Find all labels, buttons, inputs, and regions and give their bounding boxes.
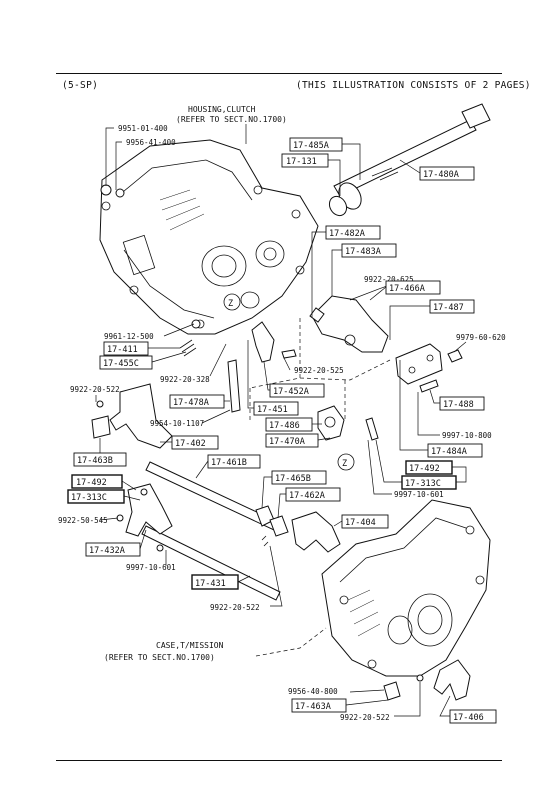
bottom-rule — [56, 760, 502, 761]
part-callout: 17-470A — [269, 437, 305, 447]
part-callout: 17-485A — [293, 141, 329, 151]
part-callout: 17-486 — [269, 421, 300, 431]
part-callout: 17-431 — [195, 579, 226, 589]
part-callout: 17-483A — [345, 247, 381, 257]
header-note: (THIS ILLUSTRATION CONSISTS OF 2 PAGES) — [296, 80, 531, 91]
part-callout: 17-131 — [286, 157, 317, 167]
part-callout: 17-487 — [433, 303, 464, 313]
part-callout: 17-461B — [211, 458, 247, 468]
part-callout: 17-492 — [409, 464, 440, 474]
part-number: 9922-20-522 — [340, 713, 390, 722]
part-callout: 17-404 — [345, 518, 376, 528]
part-callout: 17-484A — [431, 447, 467, 457]
part-number: 9997-10-601 — [394, 490, 444, 499]
part-number: 9922-20-328 — [160, 375, 210, 384]
housing-note-line2: (REFER TO SECT.NO.1700) — [176, 115, 287, 124]
part-number: 9951-01-400 — [118, 124, 168, 133]
transmission-case-drawing — [321, 499, 491, 701]
housing-note-line1: HOUSING,CLUTCH — [188, 105, 256, 114]
part-number: 9997-10-601 — [126, 563, 176, 572]
part-callout: 17-465B — [275, 474, 311, 484]
part-callout: 17-480A — [423, 170, 459, 180]
part-callout: 17-411 — [107, 345, 138, 355]
shift-rod-drawing — [328, 103, 491, 217]
part-callout: 17-462A — [289, 491, 325, 501]
part-number: 9997-10-800 — [442, 431, 492, 440]
marker-z-lower: Z — [337, 453, 355, 471]
shift-forks-drawing — [91, 383, 341, 601]
part-callout: 17-463B — [77, 456, 113, 466]
clutch-housing-drawing — [99, 139, 319, 335]
part-callout: 17-313C — [405, 479, 441, 489]
part-callout: 17-478A — [173, 398, 209, 408]
marker-z-lower-text: Z — [342, 459, 347, 469]
part-callout: 17-432A — [89, 546, 125, 556]
header-variant: (5-SP) — [62, 80, 99, 91]
part-callout: 17-406 — [453, 713, 484, 723]
part-callout: 17-466A — [389, 284, 425, 294]
part-callout: 17-452A — [273, 387, 309, 397]
boxed-part-labels: 17-485A 17-131 17-480A 17-482A 17-483A 1… — [67, 137, 497, 724]
part-number: 9922-20-525 — [294, 366, 344, 375]
part-callout: 17-482A — [329, 229, 365, 239]
part-callout: 17-451 — [257, 405, 288, 415]
part-callout: 17-455C — [103, 359, 139, 369]
part-number: 9956-41-400 — [126, 138, 176, 147]
part-number: 9922-20-625 — [364, 275, 414, 284]
marker-z-upper: Z — [223, 293, 241, 311]
selector-mechanism-drawing — [179, 295, 463, 441]
part-number: 9922-20-522 — [210, 603, 260, 612]
part-number: 9954-10-1107 — [150, 419, 204, 428]
part-number: 9979-60-620 — [456, 333, 506, 342]
part-callout: 17-463A — [295, 702, 331, 712]
part-callout: 17-492 — [76, 478, 107, 488]
part-number: 9961-12-500 — [104, 332, 154, 341]
part-callout: 17-488 — [443, 400, 474, 410]
part-number-labels: 9951-01-400 9956-41-400 9922-20-625 9979… — [58, 124, 506, 722]
part-number: 9922-50-545 — [58, 516, 108, 525]
part-number: 9956-40-800 — [288, 687, 338, 696]
top-rule — [56, 73, 502, 74]
marker-z-upper-text: Z — [228, 299, 233, 309]
case-note-line2: (REFER TO SECT.NO.1700) — [104, 653, 215, 662]
part-callout: 17-313C — [71, 493, 107, 503]
case-note-line1: CASE,T/MISSION — [156, 641, 224, 650]
part-number: 9922-20-522 — [70, 385, 120, 394]
part-callout: 17-402 — [175, 439, 206, 449]
